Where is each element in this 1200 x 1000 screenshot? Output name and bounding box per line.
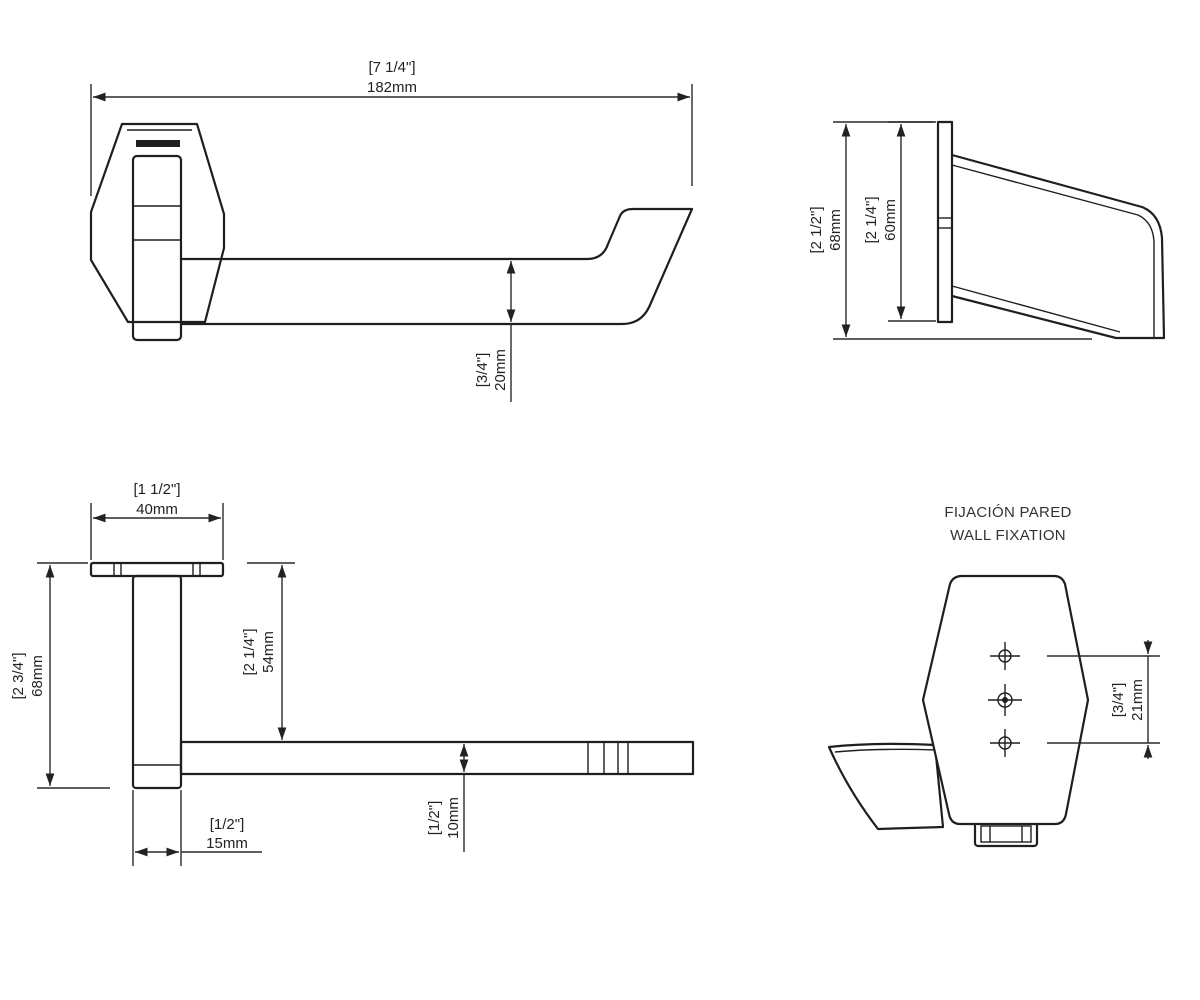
width-inches: [7 1/4"] xyxy=(368,59,415,76)
top-height-inches: [2 3/4"] xyxy=(10,652,27,699)
post-width-mm: 15mm xyxy=(206,835,248,852)
side-arm xyxy=(950,153,1166,340)
bar-inches: [1/2"] xyxy=(426,801,443,836)
drop-inches: [2 1/4"] xyxy=(241,628,258,675)
wall-title-en: WALL FIXATION xyxy=(950,527,1066,544)
side-inner-mm: 60mm xyxy=(882,199,899,241)
side-outer-mm: 68mm xyxy=(827,209,844,251)
plate-width-inches: [1 1/2"] xyxy=(133,481,180,498)
drop-mm: 54mm xyxy=(260,631,277,673)
side-outer-inches: [2 1/2"] xyxy=(808,206,825,253)
post-width-inches: [1/2"] xyxy=(210,816,245,833)
width-mm: 182mm xyxy=(367,79,417,96)
top-post xyxy=(131,574,183,790)
hole-spacing-mm: 21mm xyxy=(1129,679,1146,721)
top-view: [1 1/2"] 40mm [2 3/4"] 68mm [2 1/4"] 54m… xyxy=(10,481,695,866)
side-view: [2 1/2"] 68mm [2 1/4"] 60mm xyxy=(808,120,1166,340)
screw-hole-bottom xyxy=(990,729,1020,757)
side-wall-plate xyxy=(936,120,954,324)
bar-mm: 10mm xyxy=(445,797,462,839)
front-back-plate xyxy=(89,122,226,324)
arm-inches: [3/4"] xyxy=(474,353,491,388)
screw-hole-middle xyxy=(988,684,1022,716)
arm-mm: 20mm xyxy=(492,349,509,391)
front-view: [7 1/4"] 182mm [3/4"] 20mm xyxy=(89,59,694,402)
side-inner-inches: [2 1/4"] xyxy=(863,196,880,243)
top-wall-plate xyxy=(89,561,225,578)
hole-spacing-inches: [3/4"] xyxy=(1110,683,1127,718)
top-height-mm: 68mm xyxy=(29,655,46,697)
wall-fixation-view: FIJACIÓN PARED WALL FIXATION xyxy=(827,504,1160,848)
front-roll-arm xyxy=(179,207,694,326)
top-roll-bar xyxy=(179,740,695,776)
plate-width-mm: 40mm xyxy=(136,501,178,518)
wall-title-es: FIJACIÓN PARED xyxy=(944,504,1071,521)
front-post xyxy=(131,154,183,342)
screw-hole-top xyxy=(990,642,1020,670)
wall-arm xyxy=(827,742,945,831)
brand-logo xyxy=(136,140,180,147)
